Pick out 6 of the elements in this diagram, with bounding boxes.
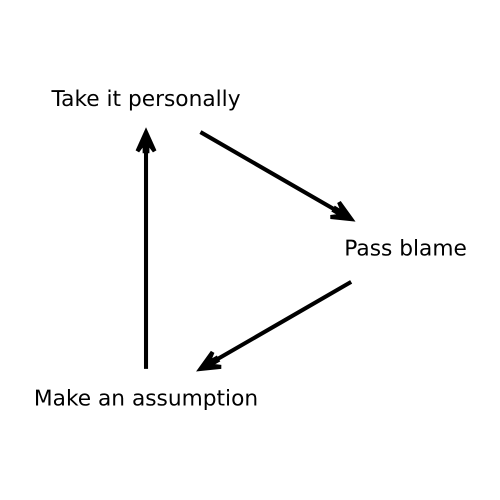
arrow xyxy=(135,130,157,368)
node-text: Make an assumption xyxy=(34,386,258,412)
arrow xyxy=(198,280,352,371)
node-text: Take it personally xyxy=(51,86,241,112)
node-text: Pass blame xyxy=(344,236,467,262)
arrow xyxy=(199,130,354,221)
